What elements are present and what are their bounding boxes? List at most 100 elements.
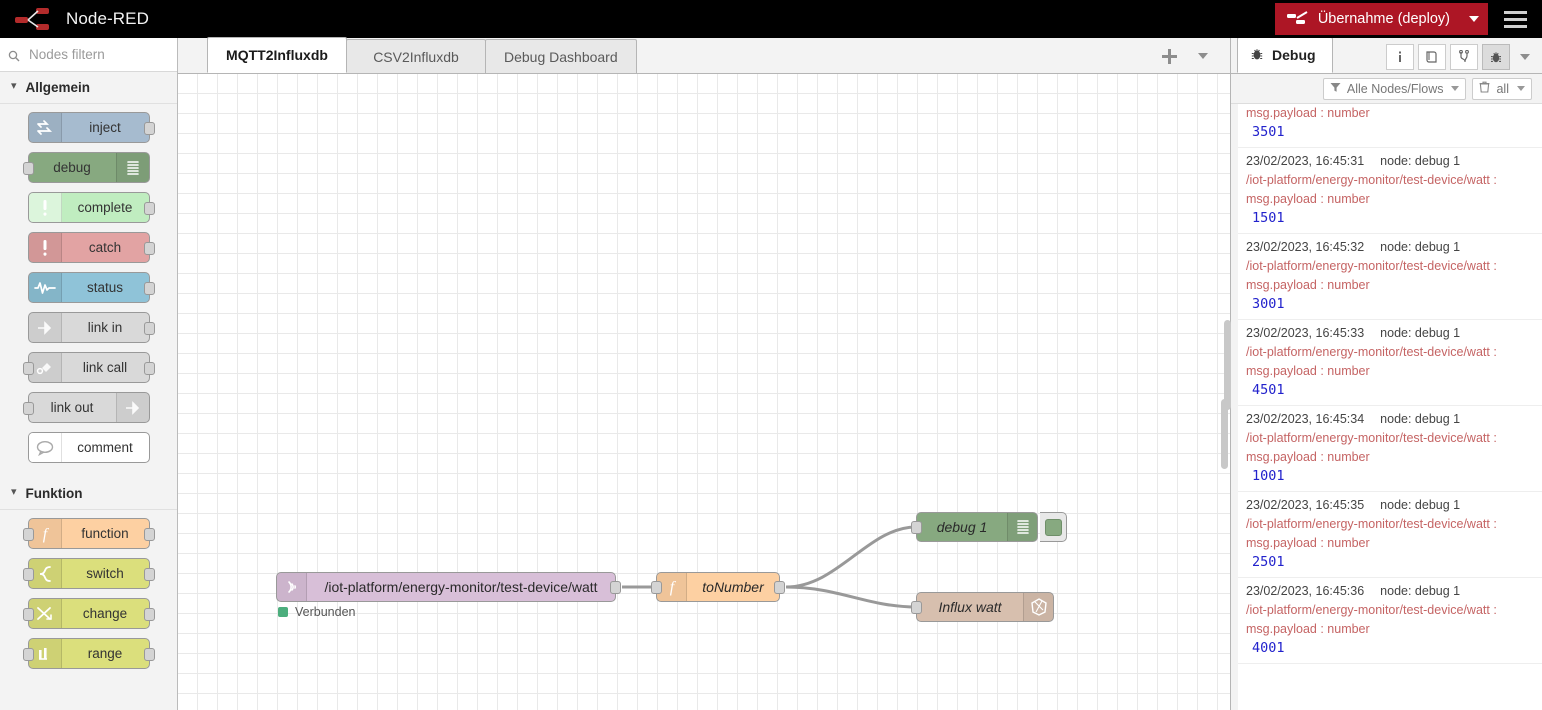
category-label: Allgemein bbox=[25, 80, 91, 95]
info-icon[interactable] bbox=[1386, 44, 1414, 70]
palette-node-range[interactable]: range bbox=[22, 638, 155, 669]
palette-node-label: complete bbox=[77, 200, 133, 215]
output-port[interactable] bbox=[143, 568, 155, 581]
mqtt-node-status: Verbunden bbox=[278, 605, 355, 619]
tab-debug-dashboard[interactable]: Debug Dashboard bbox=[485, 39, 637, 73]
palette-node-function[interactable]: f function bbox=[22, 518, 155, 549]
output-port[interactable] bbox=[143, 202, 155, 215]
input-port[interactable] bbox=[22, 568, 34, 581]
status-label: Verbunden bbox=[295, 605, 356, 619]
search-input[interactable] bbox=[27, 46, 177, 63]
debug-node-enable-toggle[interactable] bbox=[1040, 512, 1067, 542]
palette-search[interactable] bbox=[0, 38, 177, 72]
output-port[interactable] bbox=[143, 362, 155, 375]
tab-mqtt2influxdb[interactable]: MQTT2Influxdb bbox=[207, 37, 347, 73]
hamburger-menu-icon[interactable] bbox=[1488, 0, 1542, 38]
tab-csv2influxdb[interactable]: CSV2Influxdb bbox=[346, 39, 486, 73]
palette-category-allgemein[interactable]: ▾ Allgemein bbox=[0, 72, 177, 104]
caret-down-icon bbox=[1469, 16, 1479, 22]
input-port[interactable] bbox=[22, 528, 34, 541]
output-port[interactable] bbox=[143, 242, 155, 255]
mqtt-signal-icon bbox=[277, 573, 307, 601]
clear-label: all bbox=[1496, 81, 1509, 96]
flow-node-label: toNumber bbox=[702, 579, 764, 595]
debug-message-header: 23/02/2023, 16:45:34 node: debug 1 bbox=[1246, 412, 1532, 426]
output-port[interactable] bbox=[143, 122, 155, 135]
flow-node-influx-watt[interactable]: Influx watt bbox=[911, 592, 1054, 622]
input-port[interactable] bbox=[911, 521, 922, 534]
output-port[interactable] bbox=[610, 581, 621, 594]
palette-node-switch[interactable]: switch bbox=[22, 558, 155, 589]
tab-debug[interactable]: Debug bbox=[1237, 38, 1333, 73]
debug-topic: /iot-platform/energy-monitor/test-device… bbox=[1246, 431, 1497, 445]
config-icon[interactable] bbox=[1450, 44, 1478, 70]
debug-message[interactable]: 23/02/2023, 16:45:34 node: debug 1 /iot-… bbox=[1238, 406, 1542, 492]
debug-clear-dropdown[interactable]: all bbox=[1472, 77, 1532, 100]
input-port[interactable] bbox=[911, 601, 922, 614]
palette-category-funktion[interactable]: ▾ Funktion bbox=[0, 478, 177, 510]
palette-node-label: range bbox=[87, 646, 123, 661]
output-port[interactable] bbox=[143, 322, 155, 335]
flow-node-label: Influx watt bbox=[938, 599, 1002, 615]
flow-node-debug-1[interactable]: debug 1 bbox=[911, 512, 1038, 542]
debug-node: node: debug 1 bbox=[1380, 240, 1461, 254]
flow-node-mqtt-in[interactable]: /iot-platform/energy-monitor/test-device… bbox=[276, 572, 621, 602]
debug-message[interactable]: 23/02/2023, 16:45:32 node: debug 1 /iot-… bbox=[1238, 234, 1542, 320]
debug-value: 2501 bbox=[1252, 554, 1285, 570]
palette-node-inject[interactable]: inject bbox=[27, 112, 155, 143]
flow-canvas[interactable]: /iot-platform/energy-monitor/test-device… bbox=[178, 74, 1230, 710]
output-port[interactable] bbox=[143, 528, 155, 541]
output-port[interactable] bbox=[774, 581, 785, 594]
palette-node-label: change bbox=[82, 606, 128, 621]
tab-label: Debug Dashboard bbox=[504, 48, 618, 65]
debug-message-list[interactable]: msg.payload : number 3501 23/02/2023, 16… bbox=[1231, 104, 1542, 710]
flow-node-tonumber[interactable]: f toNumber bbox=[651, 572, 785, 602]
input-port[interactable] bbox=[22, 362, 34, 375]
bug-icon[interactable] bbox=[1482, 44, 1510, 70]
flow-node-label: debug 1 bbox=[936, 519, 988, 535]
debug-node: node: debug 1 bbox=[1380, 412, 1461, 426]
debug-message[interactable]: 23/02/2023, 16:45:33 node: debug 1 /iot-… bbox=[1238, 320, 1542, 406]
output-port[interactable] bbox=[143, 648, 155, 661]
flow-menu-button[interactable] bbox=[1188, 42, 1218, 70]
palette-node-debug[interactable]: debug bbox=[22, 152, 150, 183]
palette-node-comment[interactable]: comment bbox=[27, 432, 150, 463]
change-icon bbox=[28, 599, 62, 628]
output-port[interactable] bbox=[143, 282, 155, 295]
debug-property: msg.payload : number bbox=[1246, 364, 1370, 378]
palette-node-catch[interactable]: catch bbox=[27, 232, 155, 263]
palette-node-change[interactable]: change bbox=[22, 598, 155, 629]
exclamation-icon bbox=[28, 193, 62, 222]
sidebar-menu-button[interactable] bbox=[1514, 54, 1536, 60]
debug-timestamp: 23/02/2023, 16:45:36 bbox=[1246, 584, 1365, 598]
status-dot-icon bbox=[278, 607, 288, 617]
palette-node-status[interactable]: status bbox=[27, 272, 155, 303]
input-port[interactable] bbox=[651, 581, 662, 594]
deploy-options-button[interactable] bbox=[1460, 3, 1488, 35]
debug-message[interactable]: msg.payload : number 3501 bbox=[1238, 104, 1542, 148]
palette-node-link-out[interactable]: link out bbox=[22, 392, 150, 423]
debug-filter-dropdown[interactable]: Alle Nodes/Flows bbox=[1322, 77, 1467, 100]
deploy-button[interactable]: Übernahme (deploy) bbox=[1274, 3, 1460, 35]
debug-message[interactable]: 23/02/2023, 16:45:36 node: debug 1 /iot-… bbox=[1238, 578, 1542, 664]
bug-icon bbox=[1250, 47, 1264, 64]
debug-topic: /iot-platform/energy-monitor/test-device… bbox=[1246, 259, 1497, 273]
debug-message[interactable]: 23/02/2023, 16:45:35 node: debug 1 /iot-… bbox=[1238, 492, 1542, 578]
input-port[interactable] bbox=[22, 162, 34, 175]
palette-node-link-in[interactable]: link in bbox=[27, 312, 155, 343]
chevron-down-icon: ▾ bbox=[11, 80, 17, 92]
debug-value: 1001 bbox=[1252, 468, 1285, 484]
palette-node-label: link in bbox=[87, 320, 123, 335]
palette-node-link-call[interactable]: link call bbox=[22, 352, 155, 383]
library-icon[interactable] bbox=[1418, 44, 1446, 70]
input-port[interactable] bbox=[22, 402, 34, 415]
canvas-vertical-scrollbar[interactable] bbox=[1221, 399, 1228, 469]
toggle-indicator bbox=[1044, 518, 1062, 536]
input-port[interactable] bbox=[22, 608, 34, 621]
add-flow-button[interactable] bbox=[1154, 42, 1184, 70]
output-port[interactable] bbox=[143, 608, 155, 621]
debug-message[interactable]: 23/02/2023, 16:45:31 node: debug 1 /iot-… bbox=[1238, 148, 1542, 234]
palette-node-complete[interactable]: complete bbox=[27, 192, 155, 223]
input-port[interactable] bbox=[22, 648, 34, 661]
debug-panel-scrollbar[interactable] bbox=[1224, 320, 1231, 410]
